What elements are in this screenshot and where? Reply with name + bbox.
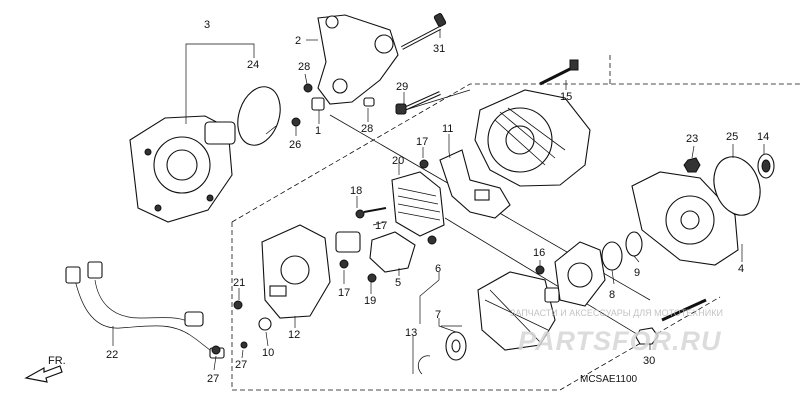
callout-6: 6 [435, 263, 441, 275]
callout-11: 11 [442, 123, 453, 135]
front-direction-arrow: FR. [24, 355, 66, 383]
callout-13: 13 [405, 327, 417, 339]
bearing-part-inner [451, 339, 461, 353]
callout-29: 29 [396, 81, 408, 93]
callout-31: 31 [433, 43, 445, 55]
callout-9: 9 [634, 267, 640, 279]
callout-20: 20 [392, 155, 404, 167]
callout-7: 7 [435, 309, 441, 321]
wire-harness-part [65, 261, 225, 359]
watermark: ЗАПЧАСТИ И АКСЕССУАРЫ ДЛЯ МОТОТЕХНИКИ PA… [510, 308, 723, 356]
callout-27a: 27 [207, 373, 219, 385]
callout-12: 12 [288, 329, 300, 341]
callout-3: 3 [204, 19, 210, 31]
seal-part-14-inner [761, 159, 771, 173]
bracket-part [317, 14, 399, 105]
rotor-part [477, 271, 560, 351]
callout-23: 23 [686, 133, 698, 145]
callout-25: 25 [726, 131, 738, 143]
callout-15: 15 [560, 91, 572, 103]
diagram-code: MCSAE1100 [580, 374, 638, 385]
o-ring-part-25 [713, 156, 761, 216]
callout-28a: 28 [298, 61, 310, 73]
callout-5: 5 [395, 277, 401, 289]
callout-4: 4 [738, 263, 744, 275]
bolts [395, 13, 707, 322]
direction-label: FR. [48, 355, 66, 367]
o-ring-part-24 [237, 86, 281, 146]
callout-28b: 28 [361, 123, 373, 135]
watermark-logo: PARTSFOR.RU [518, 326, 722, 356]
callout-22: 22 [106, 349, 118, 361]
bearing-part-8 [601, 241, 623, 271]
callout-19: 19 [364, 295, 376, 307]
brush-holder-part [439, 149, 511, 219]
callout-18: 18 [350, 185, 362, 197]
callout-16: 16 [533, 247, 545, 259]
callout-14: 14 [757, 131, 769, 143]
callout-labels: 1 2 3 4 5 6 7 8 9 10 11 12 13 14 15 16 1… [106, 19, 769, 385]
callout-24: 24 [247, 59, 259, 71]
callout-27b: 27 [235, 359, 247, 371]
callout-10: 10 [262, 347, 274, 359]
collar-part-9 [625, 231, 643, 257]
callout-21: 21 [233, 277, 245, 289]
stator-plate-part [554, 241, 606, 307]
callout-17b: 17 [375, 220, 387, 232]
grommet-part [258, 317, 272, 331]
callout-30: 30 [643, 355, 655, 367]
callout-2: 2 [295, 35, 301, 47]
callout-17a: 17 [416, 136, 428, 148]
rectifier-part [261, 224, 331, 319]
callout-26: 26 [289, 139, 301, 151]
front-housing-part [631, 171, 739, 266]
snap-ring-part [417, 355, 431, 375]
regulator-part [391, 171, 445, 237]
nut-part-30 [635, 327, 659, 345]
terminal-block-part [335, 231, 437, 273]
watermark-text: ЗАПЧАСТИ И АКСЕССУАРЫ ДЛЯ МОТОТЕХНИКИ [510, 308, 723, 318]
callout-8: 8 [609, 289, 615, 301]
front-cover-part [129, 115, 236, 223]
nut-part-23 [683, 157, 701, 173]
callout-17c: 17 [338, 287, 350, 299]
leader-lines [112, 30, 765, 374]
rear-housing-part [474, 89, 591, 187]
callout-1: 1 [315, 125, 321, 137]
